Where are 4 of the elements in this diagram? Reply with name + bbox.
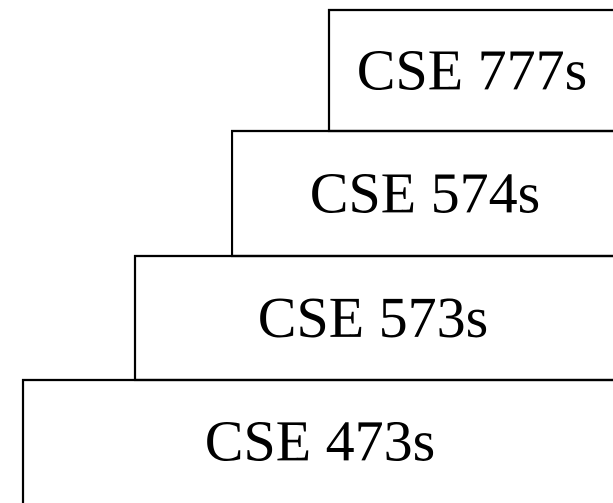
course-box: CSE 473s: [22, 378, 613, 503]
course-box: CSE 777s: [328, 8, 613, 132]
course-box: CSE 574s: [230, 130, 613, 258]
course-box: CSE 573s: [134, 254, 613, 382]
